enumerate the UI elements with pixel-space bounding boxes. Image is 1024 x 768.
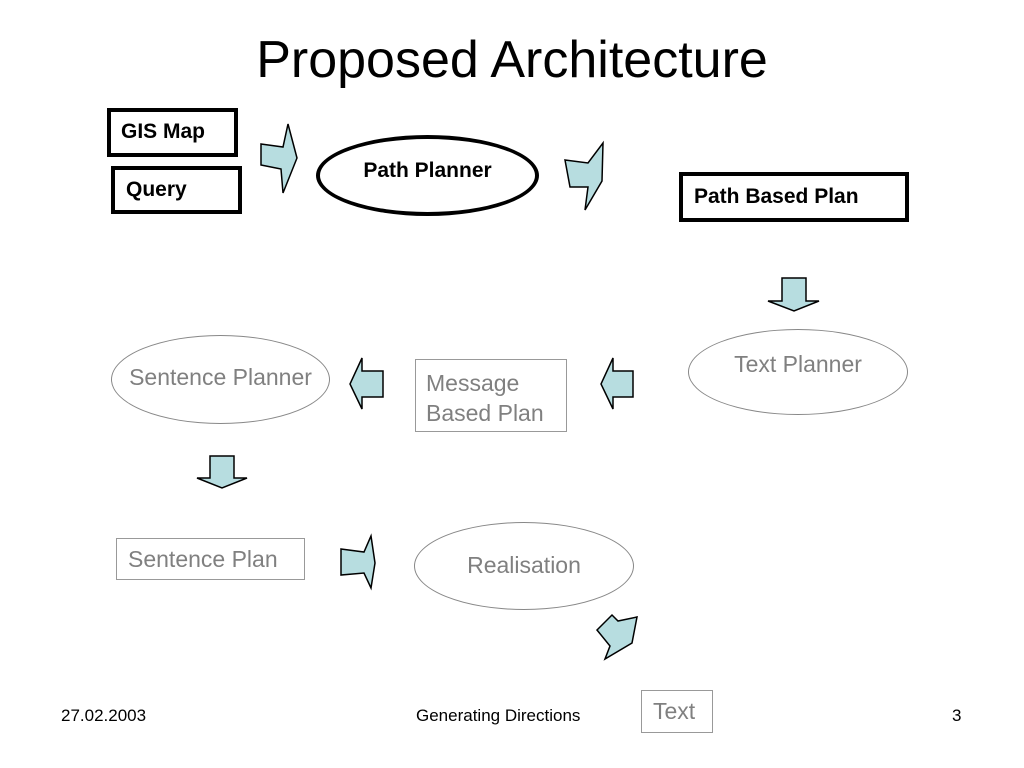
arrow-realisation-to-text	[595, 613, 638, 661]
footer-center: Generating Directions	[416, 706, 581, 725]
arrow-sentence-plan-to-realisation	[340, 533, 376, 591]
message-based-plan-box: Message Based Plan	[415, 359, 567, 432]
arrow-path-planner-to-path-based-plan	[564, 140, 604, 211]
path-planner-label: Path Planner	[363, 158, 492, 182]
query-box: Query	[111, 166, 242, 214]
sentence-planner-label: Sentence Planner	[129, 364, 312, 390]
path-based-plan-box: Path Based Plan	[679, 172, 909, 222]
message-based-plan-line2: Based Plan	[426, 400, 544, 426]
arrow-inputs-to-path-planner	[260, 123, 298, 194]
text-output-label: Text	[653, 698, 696, 724]
path-based-plan-label: Path Based Plan	[694, 185, 859, 208]
sentence-plan-label: Sentence Plan	[128, 546, 278, 572]
gis-map-label: GIS Map	[121, 120, 206, 143]
text-planner-label: Text Planner	[734, 351, 862, 377]
sentence-plan-box: Sentence Plan	[116, 538, 305, 580]
slide-title: Proposed Architecture	[256, 31, 768, 89]
arrow-text-planner-to-message-plan	[600, 357, 634, 410]
realisation-node: Realisation	[414, 522, 634, 610]
path-planner-node: Path Planner	[316, 135, 539, 216]
query-label: Query	[126, 178, 187, 201]
realisation-label: Realisation	[467, 551, 581, 578]
arrow-sentence-planner-to-sentence-plan	[196, 455, 248, 489]
arrow-message-plan-to-sentence-planner	[349, 357, 384, 410]
footer-date: 27.02.2003	[61, 706, 147, 725]
footer-page-number: 3	[952, 706, 962, 725]
text-planner-node: Text Planner	[688, 329, 908, 415]
message-based-plan-line1: Message	[426, 370, 520, 396]
gis-map-box: GIS Map	[107, 108, 238, 157]
sentence-planner-node: Sentence Planner	[111, 335, 330, 424]
arrow-path-based-plan-to-text-planner	[767, 277, 820, 312]
text-output-box: Text	[641, 690, 713, 733]
